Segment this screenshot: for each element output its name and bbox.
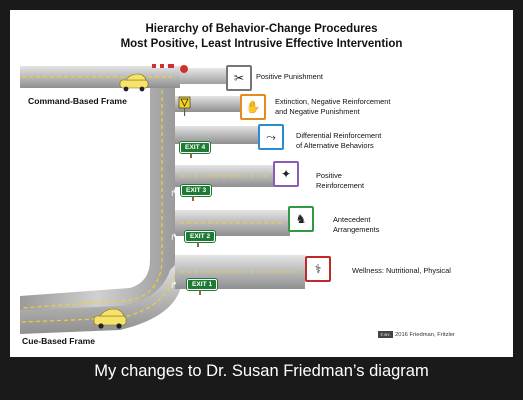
cue-frame-label: Cue-Based Frame: [22, 336, 96, 346]
sign-post: [192, 196, 194, 201]
stage-curtain-glyph: ♞: [295, 212, 307, 226]
dogs-fighting-glyph: ✂: [233, 71, 245, 85]
branching-arrows-glyph: ⤳: [266, 129, 276, 144]
dogs-fighting-icon: ✂: [226, 65, 252, 91]
caduceus-icon: ⚕: [305, 256, 331, 282]
title-line-2: Most Positive, Least Intrusive Effective…: [120, 38, 403, 50]
treat-hand-icon: ✦: [273, 161, 299, 187]
road-extinction: [175, 96, 245, 112]
yield-sign-icon: [178, 96, 191, 116]
caduceus-glyph: ⚕: [314, 262, 322, 276]
exit-2-sign: EXIT 2: [185, 231, 216, 242]
cue-road: [20, 260, 180, 334]
cc-license-badge: © BY-NC-ND: [378, 331, 393, 344]
road-positive-punishment: [180, 68, 235, 84]
sign-post: [197, 242, 199, 247]
diagram-title: Hierarchy of Behavior-Change Procedures …: [10, 22, 513, 52]
exit-1-sign: EXIT 1: [187, 279, 218, 290]
branching-arrows-icon: ⤳: [258, 124, 284, 150]
procedure-label-differential: Differential Reinforcement of Alternativ…: [296, 131, 382, 150]
procedure-label-extinction: Extinction, Negative Reinforcement and N…: [275, 97, 391, 116]
road-differential: [175, 126, 260, 144]
credit-text: 2016 Friedman, Fritzler: [395, 332, 455, 338]
treat-hand-glyph: ✦: [280, 167, 292, 181]
procedure-label-wellness: Wellness: Nutritional, Physical: [352, 266, 451, 275]
turn-arrow-icon: ↱: [170, 233, 178, 243]
main-trunk-road: [20, 88, 175, 320]
car-top-icon: [119, 73, 149, 92]
caption: My changes to Dr. Susan Friedman’s diagr…: [94, 362, 429, 380]
turn-arrow-icon: ↱: [170, 281, 178, 291]
command-frame-label: Command-Based Frame: [28, 96, 127, 106]
road-barrier-icon: [152, 64, 188, 73]
hand-reaching-glyph: ✋: [245, 100, 261, 114]
hand-reaching-icon: ✋: [240, 94, 266, 120]
sign-post: [199, 290, 201, 295]
procedure-label-positive-reinforcement: Positive Reinforcement: [316, 171, 365, 190]
sign-post: [190, 153, 192, 158]
procedure-label-positive-punishment: Positive Punishment: [256, 72, 323, 81]
turn-arrow-icon: ↱: [170, 189, 178, 199]
title-line-1: Hierarchy of Behavior-Change Procedures: [145, 23, 378, 35]
stage-curtain-icon: ♞: [288, 206, 314, 232]
procedure-label-antecedent: Antecedent Arrangements: [333, 215, 380, 234]
car-bottom-icon: [93, 308, 127, 329]
exit-3-sign: EXIT 3: [181, 185, 212, 196]
exit-4-sign: EXIT 4: [180, 142, 211, 153]
